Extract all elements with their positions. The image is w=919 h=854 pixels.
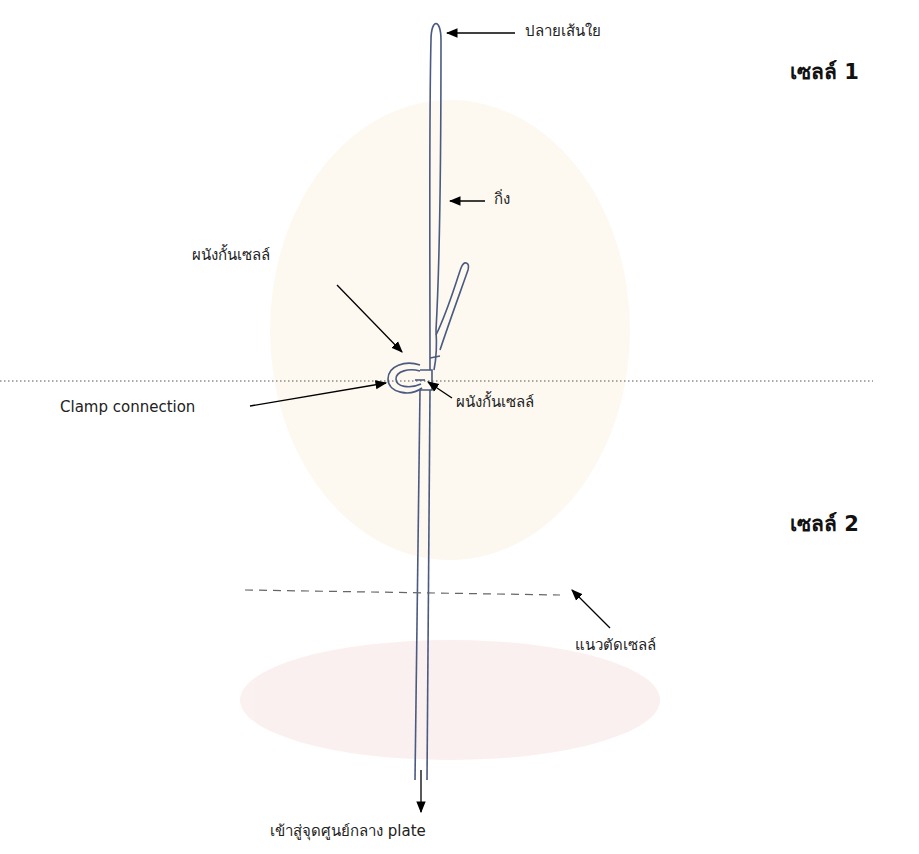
cell-label: เซลล์ 1	[790, 60, 859, 85]
direction-label: เข้าสู่จุดศูนย์กลาง plate	[270, 822, 426, 840]
septum-label: ผนังกั้นเซลล์	[192, 246, 270, 264]
branch-label: กิ่ง	[494, 190, 510, 208]
cut-line-label: แนวตัดเซลล์	[575, 636, 656, 654]
cut-line	[245, 590, 560, 595]
leader-arrows	[250, 33, 610, 812]
septum-label: ผนังกั้นเซลล์	[456, 393, 534, 411]
cell-boundary-line	[0, 381, 873, 382]
cell-label: เซลล์ 2	[790, 512, 859, 537]
tip-label: ปลายเส้นใย	[525, 22, 601, 40]
watermark	[240, 100, 660, 760]
clamp-label: Clamp connection	[60, 398, 195, 416]
